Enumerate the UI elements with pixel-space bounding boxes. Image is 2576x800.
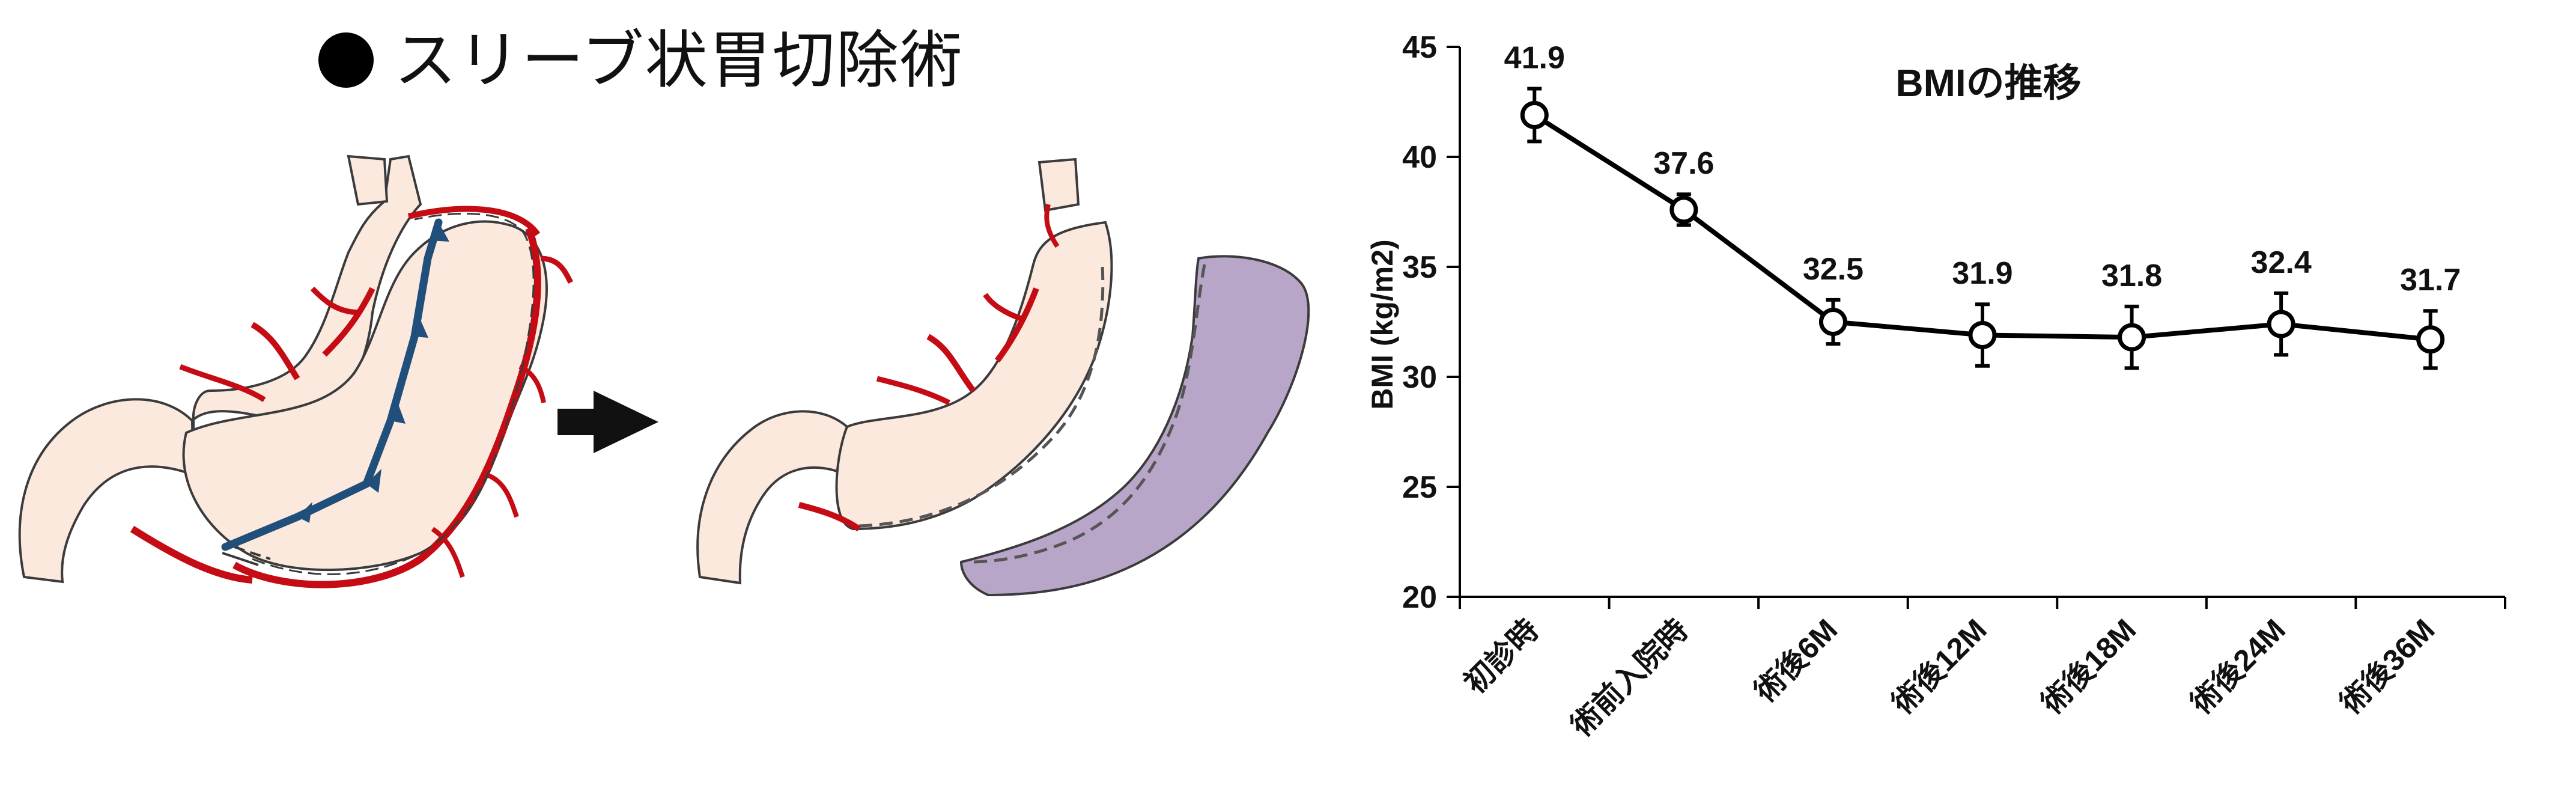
series-line: 41.9 37.6 32.5 31.9 31.8 32.4 31.7	[1504, 41, 2461, 370]
data-point-marker	[2118, 323, 2146, 352]
x-tick-label: 初診時	[1457, 612, 1545, 700]
data-label: 37.6	[1653, 146, 1714, 181]
sleeve-gastrectomy-panel: スリーブ状胃切除術	[18, 29, 1310, 597]
y-tick-label: 30	[1402, 360, 1437, 395]
chart-title: BMIの推移	[1895, 61, 2081, 105]
data-label: 32.5	[1803, 252, 1864, 287]
data-point-marker	[1669, 195, 1698, 224]
data-point-marker	[2267, 310, 2295, 338]
data-label: 32.4	[2251, 245, 2312, 280]
resected-stomach-portion	[959, 255, 1310, 597]
data-label: 41.9	[1504, 41, 1565, 76]
data-point-marker	[2416, 325, 2445, 354]
original-stomach	[18, 154, 574, 588]
bmi-line-chart: BMIの推移 BMI (kg/m2) 202530354045初診時術前入院時術…	[1365, 30, 2506, 743]
y-tick-label: 35	[1402, 250, 1437, 285]
data-point-marker	[1818, 308, 1847, 336]
x-tick-label: 術後12M	[1885, 612, 1993, 721]
procedure-title-text: スリーブ状胃切除術	[394, 23, 964, 97]
x-tick-label: 術前入院時	[1564, 612, 1695, 743]
y-tick-label: 40	[1402, 140, 1437, 175]
y-axis-label: BMI (kg/m2)	[1365, 239, 1399, 409]
x-tick-label: 術後24M	[2184, 612, 2292, 721]
procedure-title: スリーブ状胃切除術	[318, 29, 964, 91]
x-tick-label: 術後18M	[2035, 612, 2143, 721]
right-arrow-icon	[557, 391, 658, 453]
y-tick-label: 20	[1402, 580, 1437, 615]
x-tick-label: 術後6M	[1748, 612, 1844, 709]
data-point-marker	[1968, 320, 1997, 349]
data-label: 31.7	[2400, 263, 2461, 298]
data-label: 31.9	[1952, 256, 2012, 291]
stomach-illustration	[18, 154, 1310, 597]
y-tick-label: 45	[1402, 30, 1437, 65]
data-point-marker	[1520, 100, 1549, 129]
bullet-icon	[318, 32, 374, 88]
x-tick-label: 術後36M	[2333, 612, 2441, 721]
y-tick-label: 25	[1402, 470, 1437, 505]
data-label: 31.8	[2101, 258, 2162, 293]
sleeve-stomach	[696, 157, 1113, 585]
